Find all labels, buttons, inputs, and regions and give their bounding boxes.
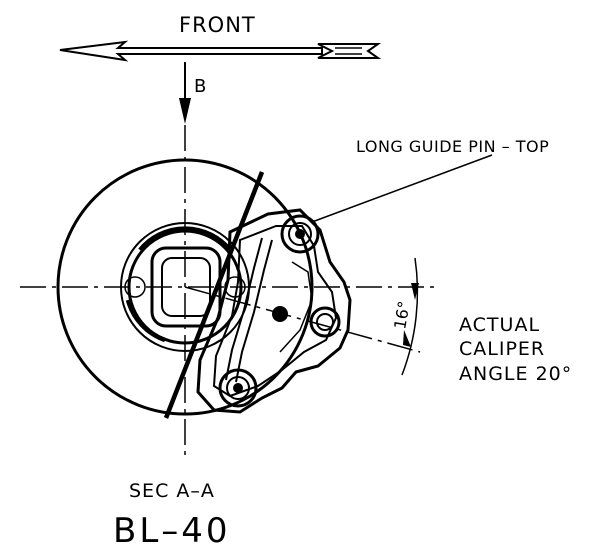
- rotor-outer-edge: [56, 158, 314, 416]
- hub-assembly: [120, 222, 250, 352]
- front-label: FRONT: [179, 13, 256, 37]
- top-guide-pin: [280, 214, 320, 254]
- actual-note-line1: ACTUAL: [459, 314, 540, 336]
- angle-dimension-label: 16°: [390, 299, 414, 330]
- view-b-label: B: [194, 76, 206, 97]
- section-cut-line: [163, 171, 265, 419]
- angle-dimension: [401, 257, 419, 376]
- caliper-boss: [309, 306, 341, 338]
- guide-pin-leader: [311, 154, 493, 223]
- actual-note-line3: ANGLE 20°: [459, 363, 572, 385]
- view-b-arrow: [179, 62, 191, 124]
- caliper-angle-centerline: [184, 286, 421, 353]
- section-label: SEC A–A: [129, 480, 215, 502]
- front-direction-arrow: [59, 40, 382, 62]
- part-label: BL–40: [113, 511, 231, 551]
- long-guide-pin-label: LONG GUIDE PIN – TOP: [356, 137, 549, 156]
- bottom-guide-pin: [218, 368, 258, 408]
- actual-note-line2: CALIPER: [459, 338, 545, 360]
